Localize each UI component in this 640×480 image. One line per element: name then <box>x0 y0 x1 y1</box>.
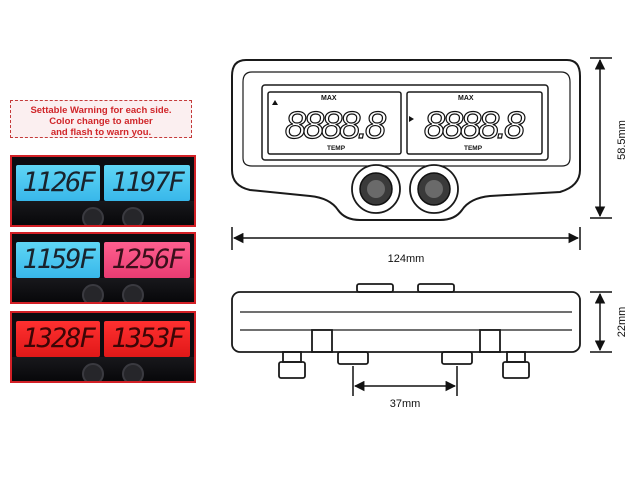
display-left-digits: 8888.8 <box>285 105 386 147</box>
display-arrow-up-icon <box>272 100 278 105</box>
side-mount-post <box>337 351 369 365</box>
lcd-left-reading: 1328F <box>16 321 100 357</box>
knob-left <box>82 284 104 302</box>
lcd-right-reading: 1353F <box>104 321 190 357</box>
depth-dimension <box>590 291 612 353</box>
front-knobs <box>351 164 459 214</box>
display-max-label-right: MAX <box>458 95 474 102</box>
warning-line-2: Color change to amber <box>49 116 153 127</box>
lcd-left-reading: 1159F <box>16 242 100 278</box>
display-temp-label-left: TEMP <box>327 145 346 152</box>
knob-right <box>122 284 144 302</box>
warning-line-1: Settable Warning for each side. <box>30 105 172 116</box>
mount-spacing-label: 37mm <box>390 398 421 410</box>
side-mount-tab-left <box>311 329 333 353</box>
display-max-label-left: MAX <box>321 95 337 102</box>
side-mount-foot <box>502 361 530 379</box>
knob-right-highlight <box>425 180 443 198</box>
knob-right <box>122 363 144 381</box>
width-dimension <box>231 227 581 250</box>
knob-left <box>82 363 104 381</box>
front-view <box>231 59 581 221</box>
lcd-right-reading: 1197F <box>104 165 190 201</box>
display-frame <box>261 84 549 161</box>
display-right-digits: 8888.8 <box>424 105 525 147</box>
color-panel-blue: 1126F 1197F <box>10 155 196 227</box>
width-label: 124mm <box>388 253 425 265</box>
display-right-window <box>406 91 543 155</box>
color-panel-mixed: 1159F 1256F <box>10 232 196 304</box>
mount-spacing-dimension <box>352 366 458 396</box>
warning-line-3: and flash to warn you. <box>50 127 152 138</box>
lcd-right-reading: 1256F <box>104 242 190 278</box>
side-mount-tab-right <box>479 329 501 353</box>
knob-left <box>82 207 104 225</box>
front-body-outline <box>231 59 581 221</box>
side-mount-leg <box>506 351 526 363</box>
warning-note: Settable Warning for each side. Color ch… <box>10 100 192 138</box>
display-temp-label-right: TEMP <box>464 145 483 152</box>
side-top-buttons <box>417 283 455 293</box>
height-dimension <box>590 57 612 219</box>
display-left-window <box>267 91 402 155</box>
side-view <box>231 283 581 379</box>
depth-label: 22mm <box>616 307 628 338</box>
front-inner-bezel <box>242 71 571 167</box>
side-mount-foot <box>278 361 306 379</box>
knob-left-highlight <box>367 180 385 198</box>
height-label: 58.5mm <box>616 120 628 160</box>
side-mount-leg <box>282 351 302 363</box>
side-top-buttons <box>356 283 394 293</box>
side-body-outline <box>231 291 581 353</box>
knob-right <box>122 207 144 225</box>
lcd-left-reading: 1126F <box>16 165 100 201</box>
color-panel-red: 1328F 1353F <box>10 311 196 383</box>
side-mount-post <box>441 351 473 365</box>
display-arrow-right-icon <box>409 116 414 122</box>
